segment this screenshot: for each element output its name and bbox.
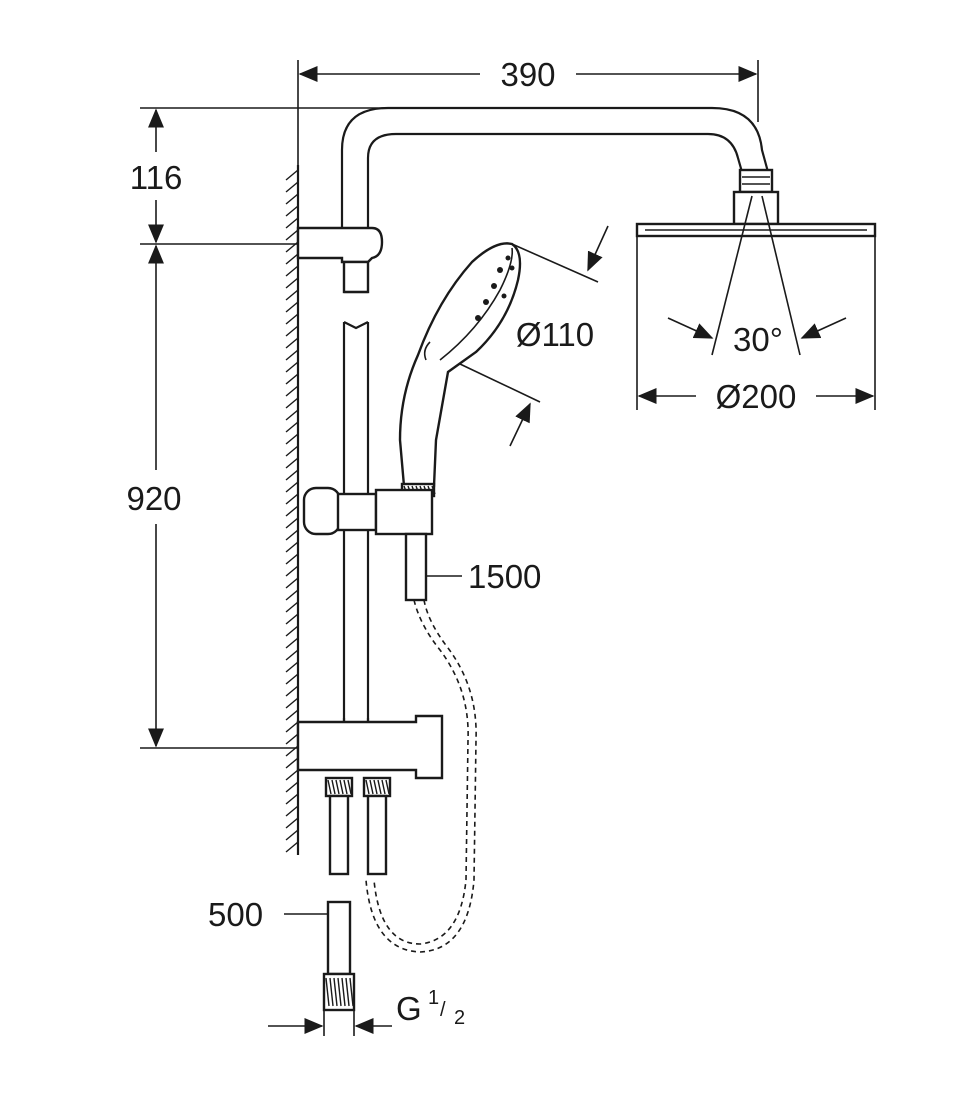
hose-outlet	[404, 532, 428, 602]
dim-30deg: 30°	[667, 317, 847, 358]
wall	[285, 165, 300, 855]
dim-1500-label: 1500	[468, 558, 541, 595]
thread-label-slash: /	[440, 999, 446, 1021]
inlet-hose	[322, 900, 356, 1012]
dim-30deg-label: 30°	[733, 321, 783, 358]
head-shower	[635, 195, 877, 410]
thread-label-g: G	[396, 990, 422, 1027]
dim-920: 920	[126, 244, 298, 749]
spray-line-left	[711, 195, 753, 356]
supply-pipe-left	[328, 794, 350, 876]
dim-390-label: 390	[500, 56, 555, 93]
hand-shower	[398, 242, 599, 498]
dim-500: 500	[208, 896, 328, 933]
slider-holder	[302, 486, 434, 602]
dim-1500: 1500	[426, 558, 541, 595]
top-bracket	[296, 226, 384, 294]
dim-116: 116	[130, 107, 390, 245]
diverter	[296, 714, 444, 876]
head-connector	[732, 190, 780, 226]
dim-d110: Ø110	[509, 225, 609, 447]
ball-joint	[738, 168, 774, 194]
supply-pipe-right	[366, 794, 388, 876]
thread-label-denominator: 2	[454, 1007, 465, 1029]
dim-920-label: 920	[126, 480, 181, 517]
dim-500-label: 500	[208, 896, 263, 933]
dim-d200-label: Ø200	[716, 378, 797, 415]
dim-390: 390	[297, 56, 759, 165]
spray-line-right	[761, 195, 801, 356]
dim-d110-label: Ø110	[516, 316, 594, 353]
dim-116-label: 116	[130, 159, 183, 196]
dim-thread: G 1 / 2	[268, 987, 465, 1036]
hand-shower-hose	[373, 599, 469, 945]
thread-label-numerator: 1	[428, 987, 439, 1009]
dim-d200: Ø200	[637, 378, 875, 415]
shower-arm	[340, 106, 780, 228]
wall-hatching	[285, 169, 299, 853]
